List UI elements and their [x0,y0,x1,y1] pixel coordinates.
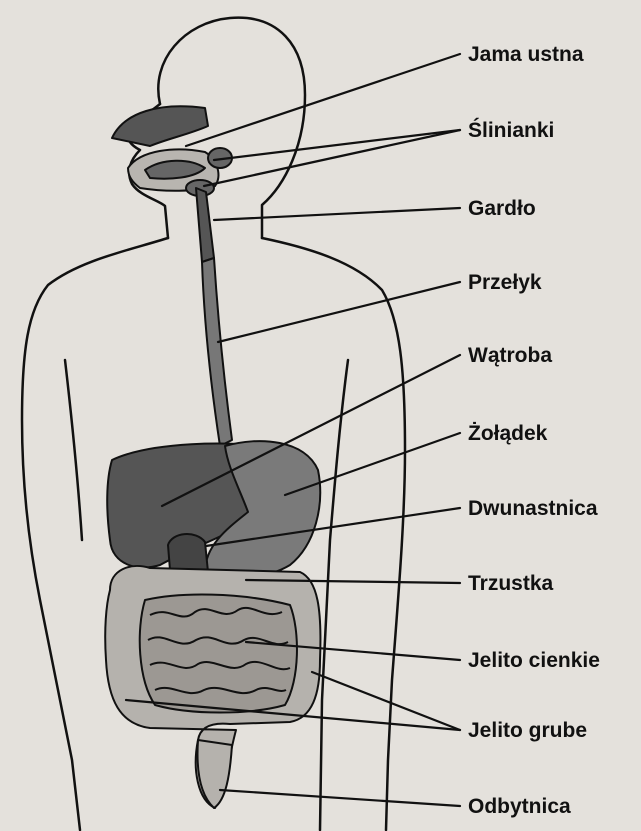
label-przelyk: Przełyk [468,271,542,294]
leader-line-odbytnica [220,790,460,806]
label-trzustka: Trzustka [468,572,554,595]
leader-line-jama-ustna [186,54,460,146]
leader-line-jelito-grube-2 [312,672,460,730]
leader-line-przelyk [218,282,460,342]
label-zoladek: Żołądek [468,422,548,445]
label-gardlo: Gardło [468,197,536,220]
label-dwunastnica: Dwunastnica [468,497,598,520]
label-odbytnica: Odbytnica [468,795,571,818]
label-jama-ustna: Jama ustna [468,43,584,66]
right-torso-line [320,360,348,830]
organs [105,106,320,808]
pharynx [196,188,214,262]
label-watroba: Wątroba [468,344,552,367]
leader-line-gardlo [214,208,460,220]
labels: Jama ustna Ślinianki Gardło Przełyk Wątr… [468,43,600,818]
leader-line-slinianki-1 [214,130,460,160]
label-jelito-cienkie: Jelito cienkie [468,649,600,672]
left-torso-line [65,360,82,540]
esophagus [202,258,232,446]
leader-line-slinianki-2 [204,130,460,186]
label-slinianki: Ślinianki [468,118,554,142]
nasal-cavity [112,106,208,146]
rectum [198,740,232,808]
label-jelito-grube: Jelito grube [468,719,587,742]
